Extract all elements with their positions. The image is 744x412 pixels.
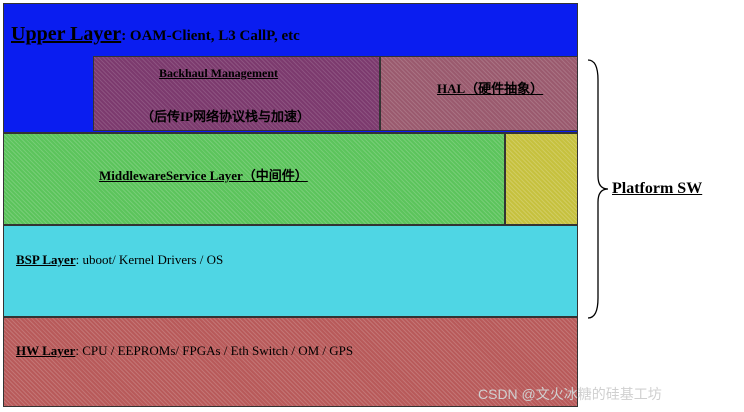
- hw-layer-detail: : CPU / EEPROMs/ FPGAs / Eth Switch / OM…: [75, 343, 354, 358]
- bsp-layer-label: BSP Layer: uboot/ Kernel Drivers / OS: [16, 252, 223, 268]
- hal-label: HAL（硬件抽象）: [437, 81, 544, 96]
- backhaul-management-subtitle: （后传IP网络协议栈与加速）: [141, 109, 311, 124]
- unlabeled-block: [505, 133, 578, 225]
- upper-layer-name: Upper Layer: [11, 23, 122, 45]
- backhaul-management-label: Backhaul Management: [159, 66, 279, 80]
- platform-sw-label: Platform SW: [612, 180, 703, 197]
- bsp-layer-block: [3, 225, 578, 317]
- bsp-layer-name: BSP Layer: [16, 252, 76, 267]
- middleware-layer-block: [3, 133, 505, 225]
- platform-brace: [587, 59, 609, 319]
- upper-layer-detail: : OAM-Client, L3 CallP, etc: [121, 28, 300, 44]
- hal-block: [380, 56, 578, 131]
- hw-layer-block: [3, 317, 578, 407]
- backhaul-management-block: [93, 56, 380, 131]
- hw-layer-label: HW Layer: CPU / EEPROMs/ FPGAs / Eth Swi…: [16, 343, 353, 359]
- bsp-layer-detail: : uboot/ Kernel Drivers / OS: [75, 252, 224, 267]
- upper-layer-label: Upper Layer: OAM-Client, L3 CallP, etc: [11, 23, 300, 46]
- hw-layer-name: HW Layer: [16, 343, 76, 358]
- watermark: CSDN @文火冰糖的硅基工坊: [478, 386, 662, 402]
- middleware-layer-label: MiddlewareService Layer（中间件）: [99, 168, 308, 183]
